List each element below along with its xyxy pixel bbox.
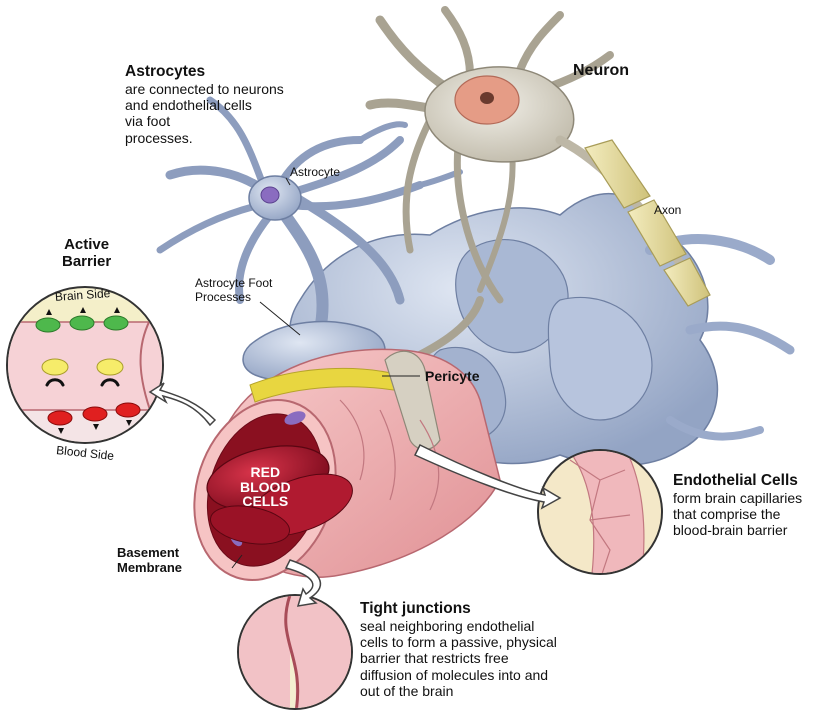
active-barrier-inset xyxy=(0,287,170,450)
neuron-label: Neuron xyxy=(573,62,629,81)
endothelial-title: Endothelial Cells xyxy=(673,472,802,490)
endothelial-description: form brain capillaries that comprise the… xyxy=(673,490,802,539)
rbc-label: RED BLOOD CELLS xyxy=(240,465,291,509)
endothelial-callout: Endothelial Cells form brain capillaries… xyxy=(673,472,802,539)
axon-label: Axon xyxy=(654,204,681,218)
astrocyte-label: Astrocyte xyxy=(290,166,340,180)
basement-membrane-label: Basement Membrane xyxy=(117,545,182,575)
active-barrier-title: Active Barrier xyxy=(62,236,111,271)
astrocytes-callout: Astrocytes are connected to neurons and … xyxy=(125,63,284,146)
tight-junctions-callout: Tight junctions seal neighboring endothe… xyxy=(360,600,557,699)
astrocyte-foot-label: Astrocyte Foot Processes xyxy=(195,277,272,305)
astrocytes-title: Astrocytes xyxy=(125,63,284,81)
astrocytes-description: are connected to neurons and endothelial… xyxy=(125,81,284,146)
tight-junctions-title: Tight junctions xyxy=(360,600,557,618)
tight-junctions-description: seal neighboring endothelial cells to fo… xyxy=(360,618,557,699)
pericyte-label: Pericyte xyxy=(425,368,479,384)
tight-junction-inset xyxy=(230,590,360,713)
